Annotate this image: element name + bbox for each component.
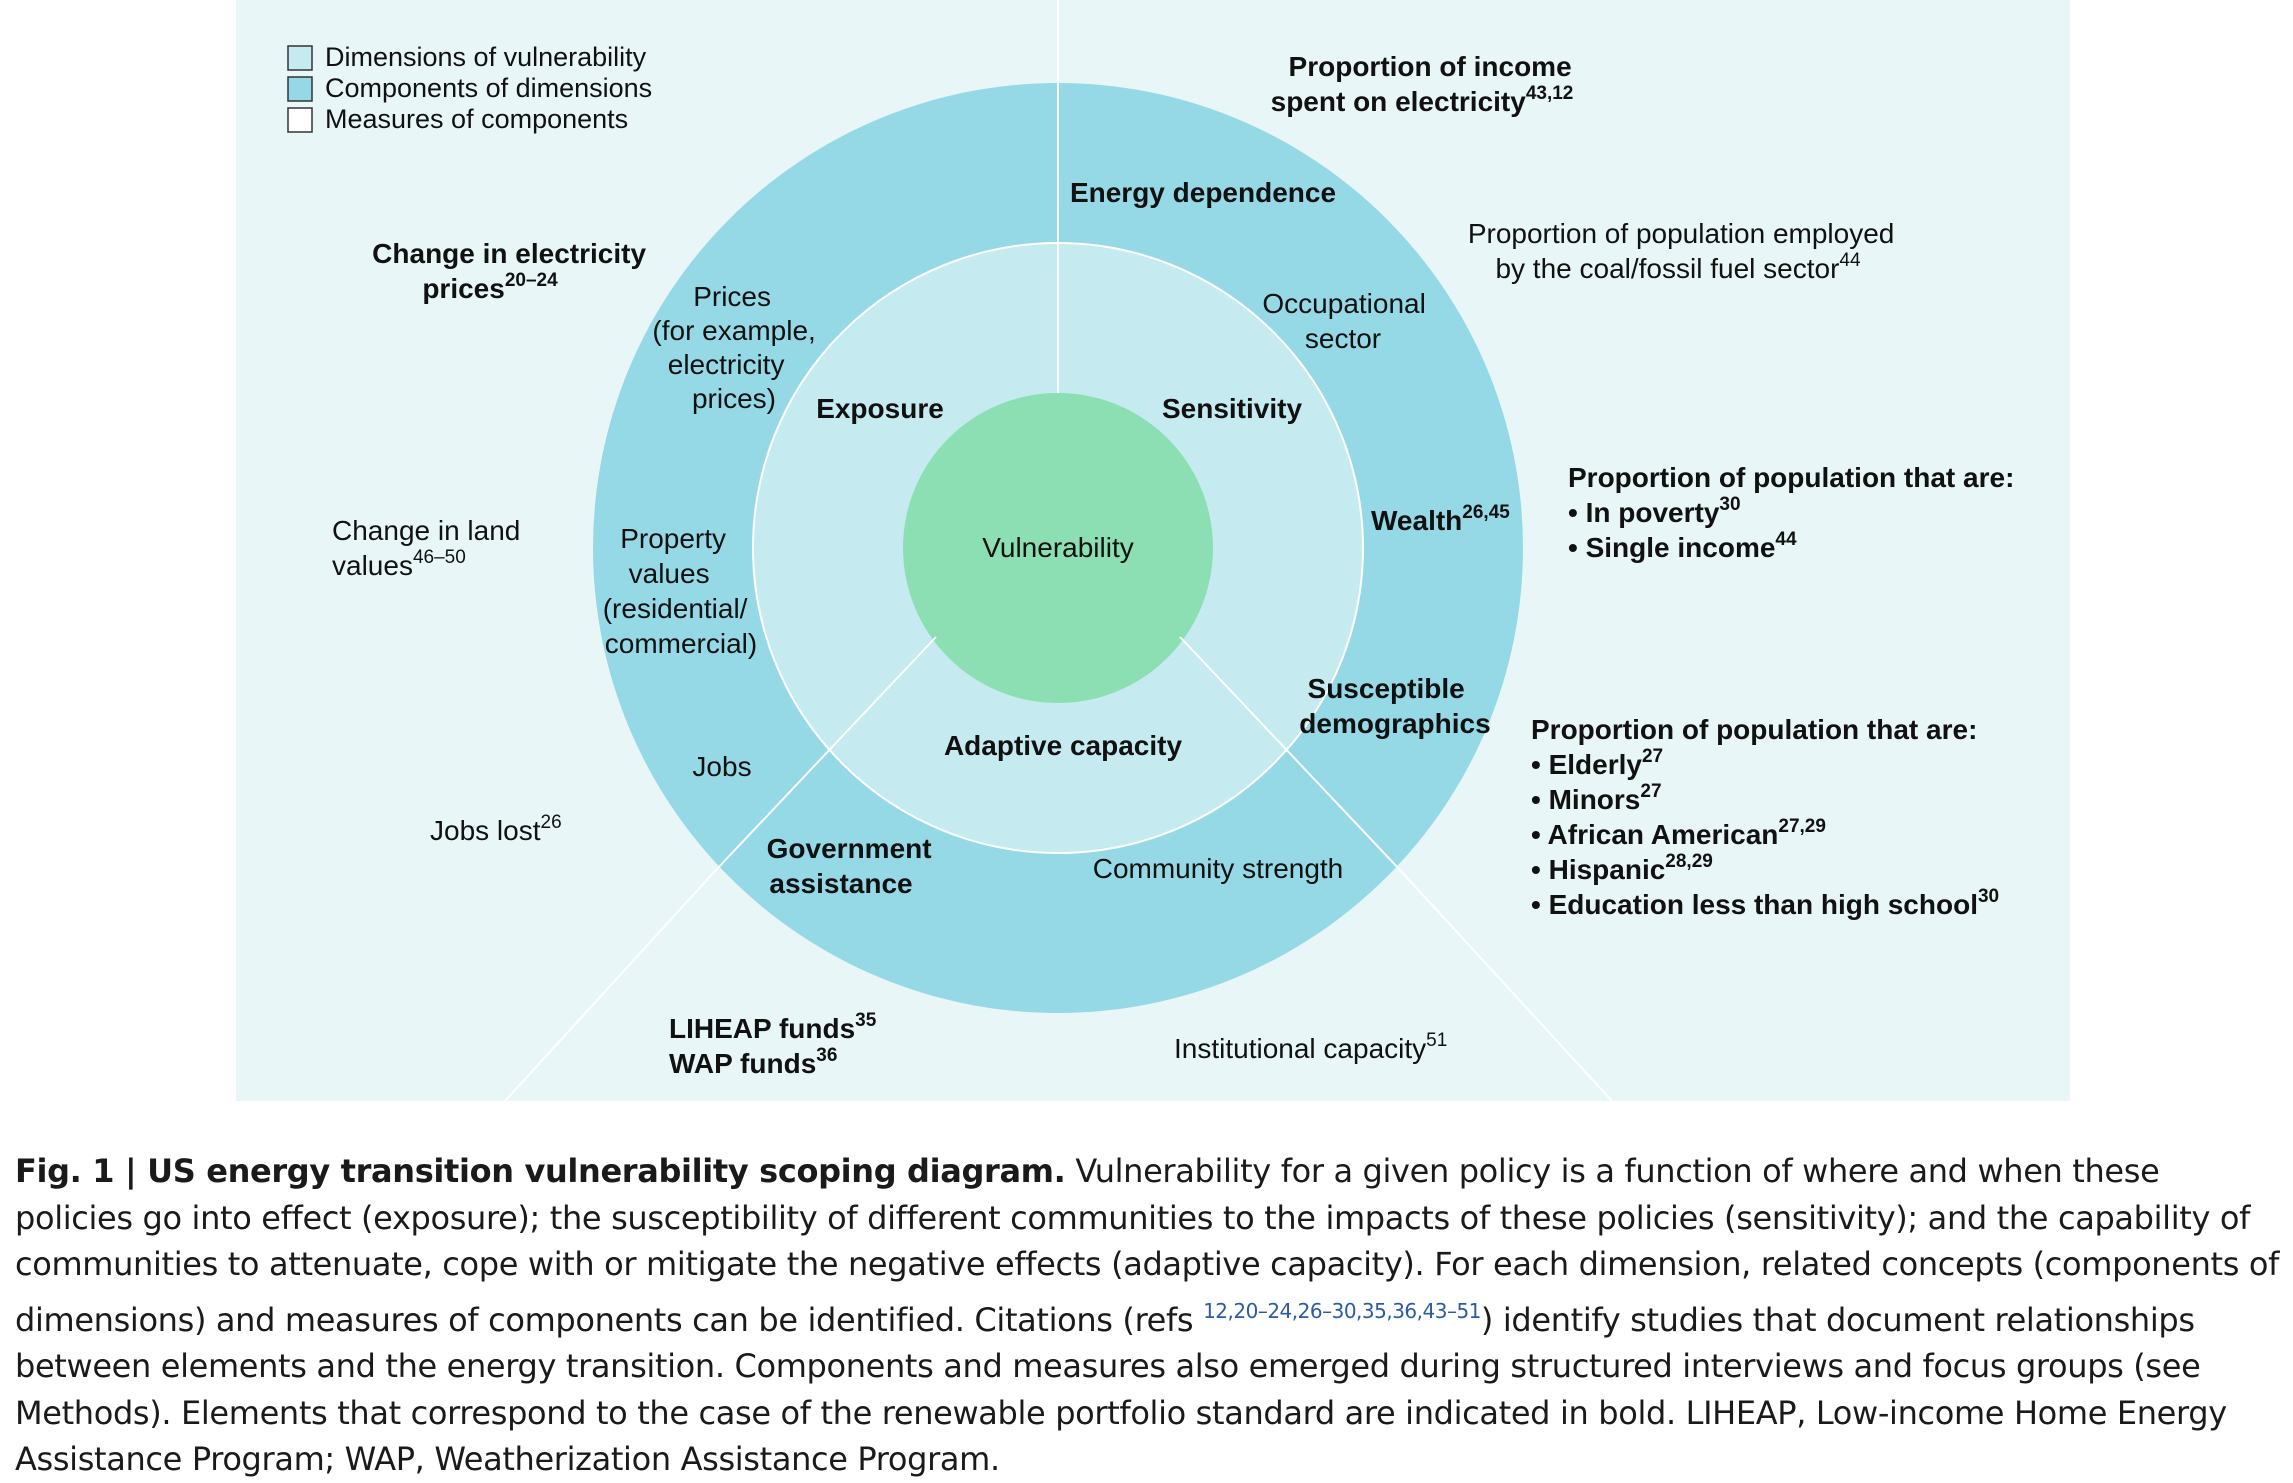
divider-ring-right bbox=[1179, 636, 1401, 871]
measure-liheap-funds: LIHEAP funds35 bbox=[669, 1010, 877, 1044]
component-occupational-sector: Occupational sector bbox=[1262, 288, 1433, 354]
component-property-values: Property values (residential/ commercial… bbox=[603, 523, 757, 659]
legend-swatch-dimensions bbox=[287, 45, 313, 71]
legend-measures: Measures of components bbox=[325, 104, 628, 134]
dimension-adaptive-capacity: Adaptive capacity bbox=[944, 730, 1183, 761]
measure-jobs-lost: Jobs lost26 bbox=[430, 812, 562, 846]
poverty-item: • In poverty30 bbox=[1568, 494, 1741, 528]
measure-institutional-capacity: Institutional capacity51 bbox=[1174, 1030, 1447, 1064]
measure-demographics-list: Proportion of population that are: • Eld… bbox=[1531, 714, 1999, 920]
caption-title: Fig. 1 | US energy transition vulnerabil… bbox=[15, 1152, 1066, 1190]
legend-components: Components of dimensions bbox=[325, 73, 652, 103]
legend-swatch-components bbox=[287, 76, 313, 102]
demographics-item: • Elderly27 bbox=[1531, 746, 1663, 780]
demographics-item: • African American27,29 bbox=[1531, 816, 1826, 850]
dimension-exposure: Exposure bbox=[816, 393, 944, 424]
component-energy-dependence: Energy dependence bbox=[1070, 177, 1336, 208]
component-susceptible-demographics: Susceptible demographics bbox=[1299, 673, 1490, 739]
measure-income-electricity: Proportion of income spent on electricit… bbox=[1271, 51, 1580, 117]
legend-swatch-measures bbox=[287, 107, 313, 133]
legend-dimensions: Dimensions of vulnerability bbox=[325, 42, 647, 72]
demographics-heading: Proportion of population that are: bbox=[1531, 714, 1977, 745]
measure-electricity-price-change: Change in electricity prices20–24 bbox=[372, 238, 654, 304]
poverty-heading: Proportion of population that are: bbox=[1568, 462, 2014, 493]
component-prices: Prices (for example, electricity prices) bbox=[652, 281, 823, 414]
measure-poverty-list: Proportion of population that are: • In … bbox=[1568, 462, 2014, 563]
vulnerability-diagram: Dimensions of vulnerability Components o… bbox=[236, 0, 2070, 1102]
measure-fossil-employment: Proportion of population employed by the… bbox=[1468, 218, 1902, 284]
dimension-sensitivity: Sensitivity bbox=[1162, 393, 1302, 424]
divider-lower-left bbox=[504, 869, 717, 1102]
component-government-assistance: Government assistance bbox=[767, 833, 940, 899]
component-wealth: Wealth26,45 bbox=[1371, 502, 1510, 536]
demographics-item: • Minors27 bbox=[1531, 781, 1662, 815]
demographics-item: • Hispanic28,29 bbox=[1531, 851, 1713, 885]
figure-caption: Fig. 1 | US energy transition vulnerabil… bbox=[15, 1148, 2283, 1483]
center-label: Vulnerability bbox=[982, 532, 1133, 563]
caption-text: Vulnerability for a given policy is a fu… bbox=[15, 1152, 2279, 1339]
legend: Dimensions of vulnerability Components o… bbox=[287, 42, 652, 134]
demographics-item: • Education less than high school30 bbox=[1531, 886, 1999, 920]
measure-wap-funds: WAP funds36 bbox=[669, 1045, 837, 1079]
divider-lower-right bbox=[1399, 869, 1613, 1102]
poverty-item: • Single income44 bbox=[1568, 529, 1797, 563]
divider-ring-left bbox=[715, 636, 937, 871]
measure-land-value-change: Change in land values46–50 bbox=[332, 515, 528, 581]
vulnerability-core bbox=[903, 393, 1213, 703]
component-jobs: Jobs bbox=[692, 751, 751, 782]
component-community-strength: Community strength bbox=[1093, 853, 1344, 884]
caption-refs-link[interactable]: 12,20–24,26–30,35,36,43–51 bbox=[1203, 1298, 1481, 1323]
